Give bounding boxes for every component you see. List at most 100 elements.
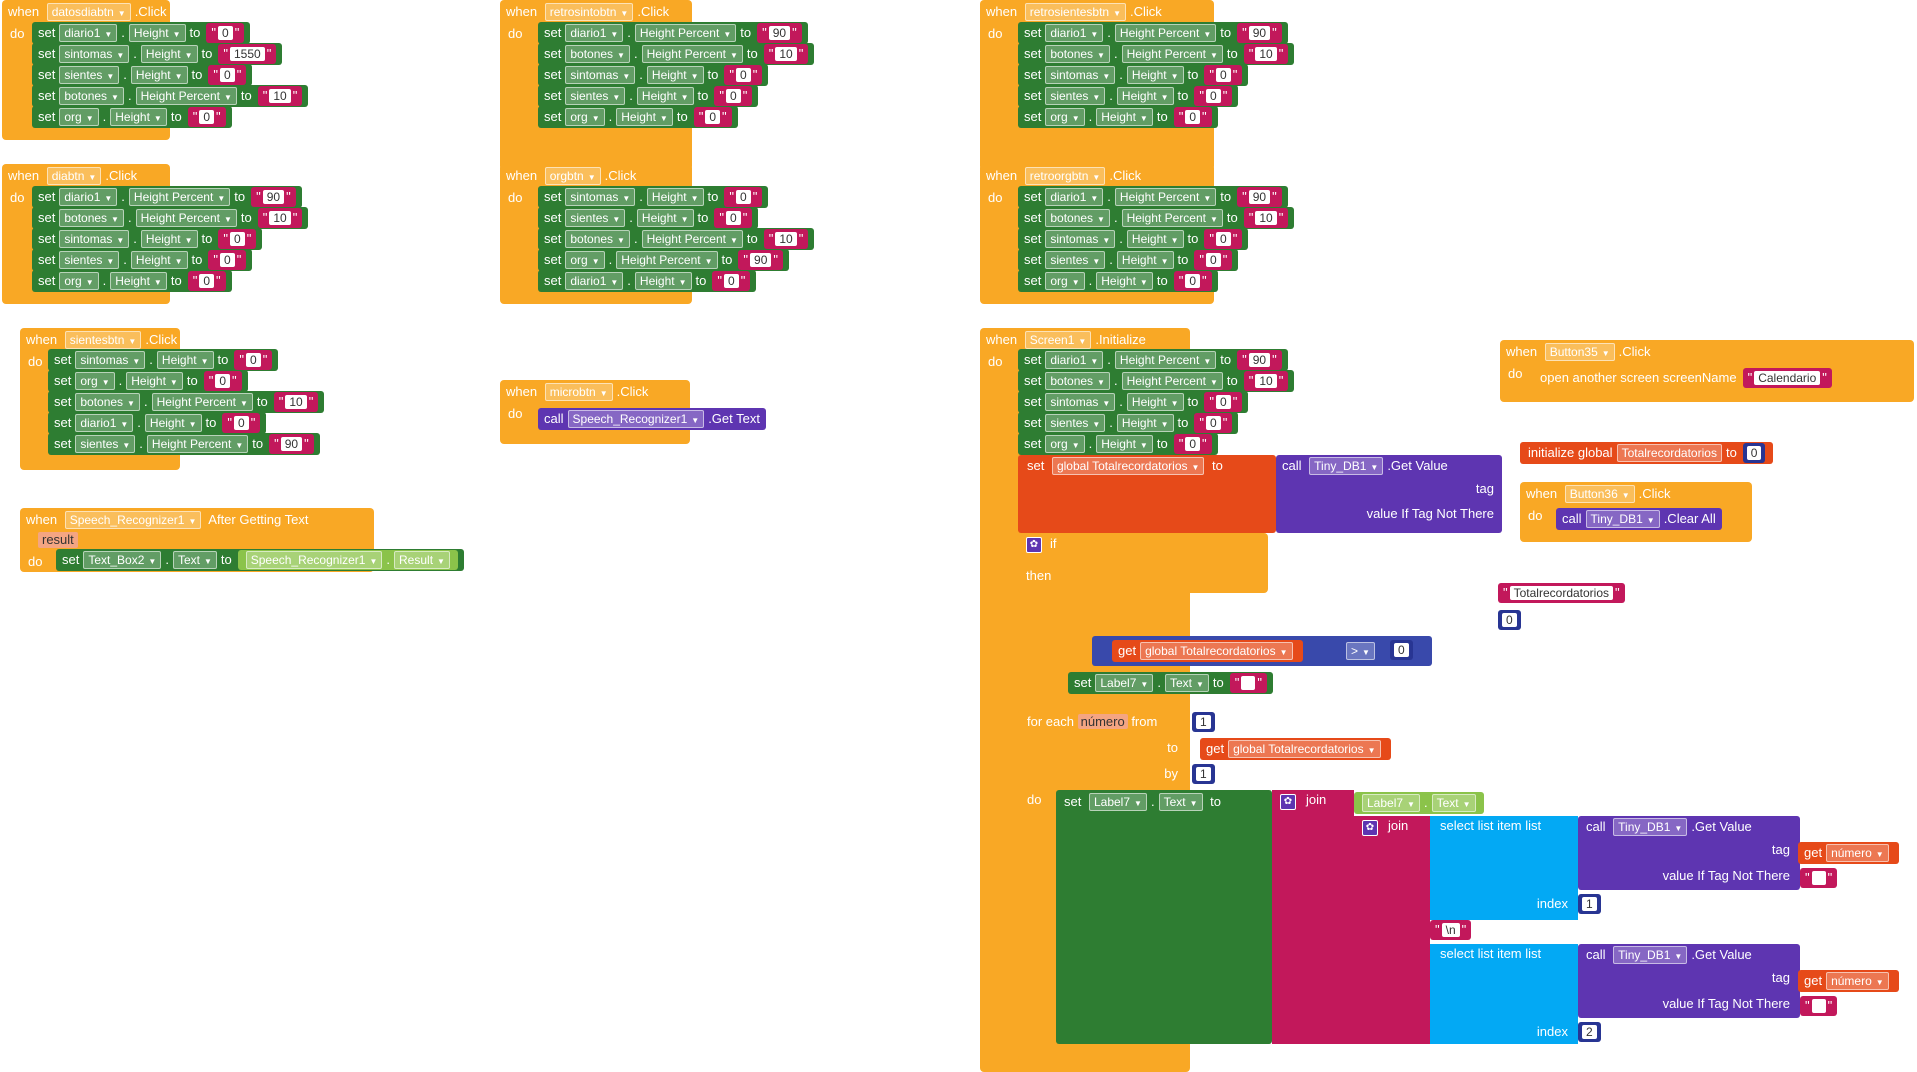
component-selector[interactable]: Screen1▼ <box>1024 331 1092 349</box>
index-number[interactable]: 1 <box>1578 894 1601 914</box>
component-selector[interactable]: sientesbtn▼ <box>64 331 142 349</box>
speech-result-getter[interactable]: Speech_Recognizer1▼.Result▼ <box>237 550 458 570</box>
gear-icon[interactable]: ✿ <box>1280 794 1296 810</box>
property-chip[interactable]: Height▼ <box>110 108 167 126</box>
property-chip[interactable]: Height▼ <box>130 66 188 84</box>
label7-text-getter[interactable]: Label7▼.Text▼ <box>1354 792 1484 814</box>
call-tinydb-get-value[interactable]: call Tiny_DB1▼.Get Value tag value If Ta… <box>1276 455 1502 533</box>
open-another-screen[interactable]: open another screen screenName"Calendari… <box>1534 367 1838 389</box>
property-chip[interactable]: Height▼ <box>140 45 198 63</box>
call-tinydb-get-value[interactable]: call Tiny_DB1▼.Get Value tag value If Ta… <box>1578 816 1800 890</box>
gear-icon[interactable]: ✿ <box>1026 537 1042 553</box>
component-chip[interactable]: sintomas▼ <box>59 45 130 63</box>
by-number[interactable]: 1 <box>1192 764 1215 784</box>
component-chip[interactable]: org▼ <box>59 108 99 126</box>
zero-number[interactable]: 0 <box>1390 640 1413 660</box>
component-selector[interactable]: Button36▼ <box>1564 485 1635 503</box>
select-list-item-2[interactable]: select list item list index <box>1430 944 1578 1044</box>
select-list-item-1[interactable]: select list item list index <box>1430 816 1578 920</box>
tag-text[interactable]: "Totalrecordatorios" <box>1498 583 1625 603</box>
gear-icon[interactable]: ✿ <box>1362 820 1378 836</box>
default-number[interactable]: 0 <box>1498 610 1521 630</box>
property-chip[interactable]: Height Percent▼ <box>135 87 237 105</box>
newline-text[interactable]: "\n" <box>1430 920 1472 940</box>
text-value[interactable]: "0" <box>208 65 247 85</box>
component-selector[interactable]: Button35▼ <box>1544 343 1615 361</box>
property-chip[interactable]: Height▼ <box>128 24 186 42</box>
text-value[interactable]: "0" <box>187 107 226 127</box>
call-tinydb-get-value[interactable]: call Tiny_DB1▼.Get Value tag value If Ta… <box>1578 944 1800 1018</box>
index-number[interactable]: 2 <box>1578 1022 1601 1042</box>
empty-text[interactable]: "" <box>1800 996 1838 1016</box>
component-selector[interactable]: Speech_Recognizer1▼ <box>64 511 202 529</box>
component-selector[interactable]: microbtn▼ <box>544 383 613 401</box>
component-selector[interactable]: retrosientesbtn▼ <box>1024 3 1127 21</box>
loop-variable[interactable]: número <box>1077 714 1128 729</box>
text-value[interactable]: "0" <box>206 23 245 43</box>
if-block[interactable]: ✿ if then <box>1018 533 1268 593</box>
gt-operator[interactable]: >▼ <box>1342 640 1379 662</box>
component-selector[interactable]: orgbtn▼ <box>544 167 601 185</box>
text-value[interactable]: "10" <box>257 86 303 106</box>
set-label7-text-join[interactable]: set Label7▼.Text▼ to <box>1056 790 1272 1044</box>
component-selector[interactable]: diabtn▼ <box>46 167 102 185</box>
component-chip[interactable]: botones▼ <box>59 87 124 105</box>
text-value[interactable]: "1550" <box>218 44 277 64</box>
inner-join-block[interactable]: ✿ join <box>1354 816 1430 1044</box>
empty-text[interactable]: "" <box>1800 868 1838 888</box>
from-number[interactable]: 1 <box>1192 712 1215 732</box>
component-selector[interactable]: retroorgbtn▼ <box>1024 167 1106 185</box>
component-selector[interactable]: datosdiabtn▼ <box>46 3 131 21</box>
set-global-totalrecordatorios[interactable]: set global Totalrecordatorios▼ to <box>1018 455 1276 533</box>
component-chip[interactable]: diario1▼ <box>59 24 118 42</box>
result-param[interactable]: result <box>38 532 78 548</box>
component-chip[interactable]: sientes▼ <box>59 66 120 84</box>
component-selector[interactable]: retrosintobtn▼ <box>544 3 634 21</box>
